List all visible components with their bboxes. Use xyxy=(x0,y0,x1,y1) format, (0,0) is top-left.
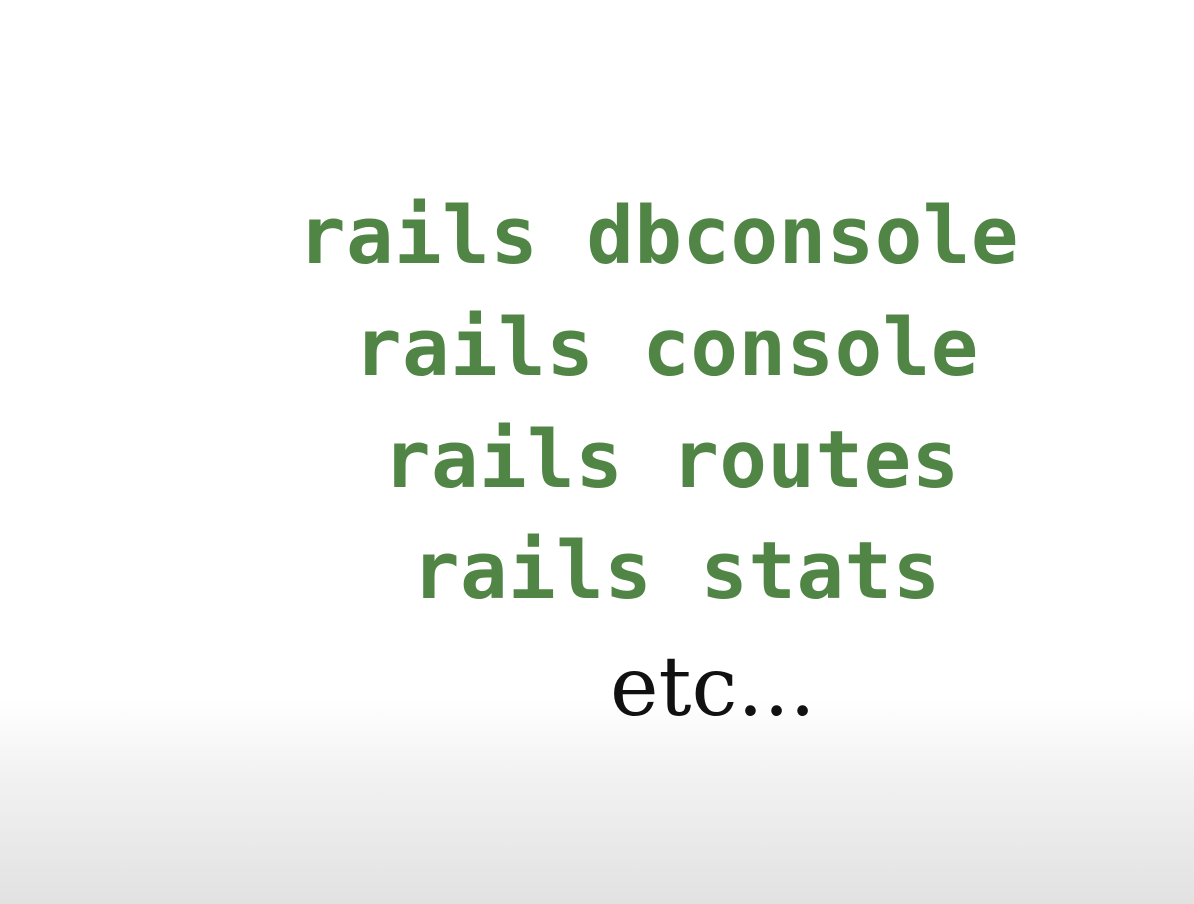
command-line: rails dbconsole xyxy=(298,190,1019,282)
command-line: rails console xyxy=(354,302,979,394)
etc-text: etc... xyxy=(610,640,816,735)
command-line: rails stats xyxy=(412,525,941,617)
command-line: rails routes xyxy=(383,414,960,506)
